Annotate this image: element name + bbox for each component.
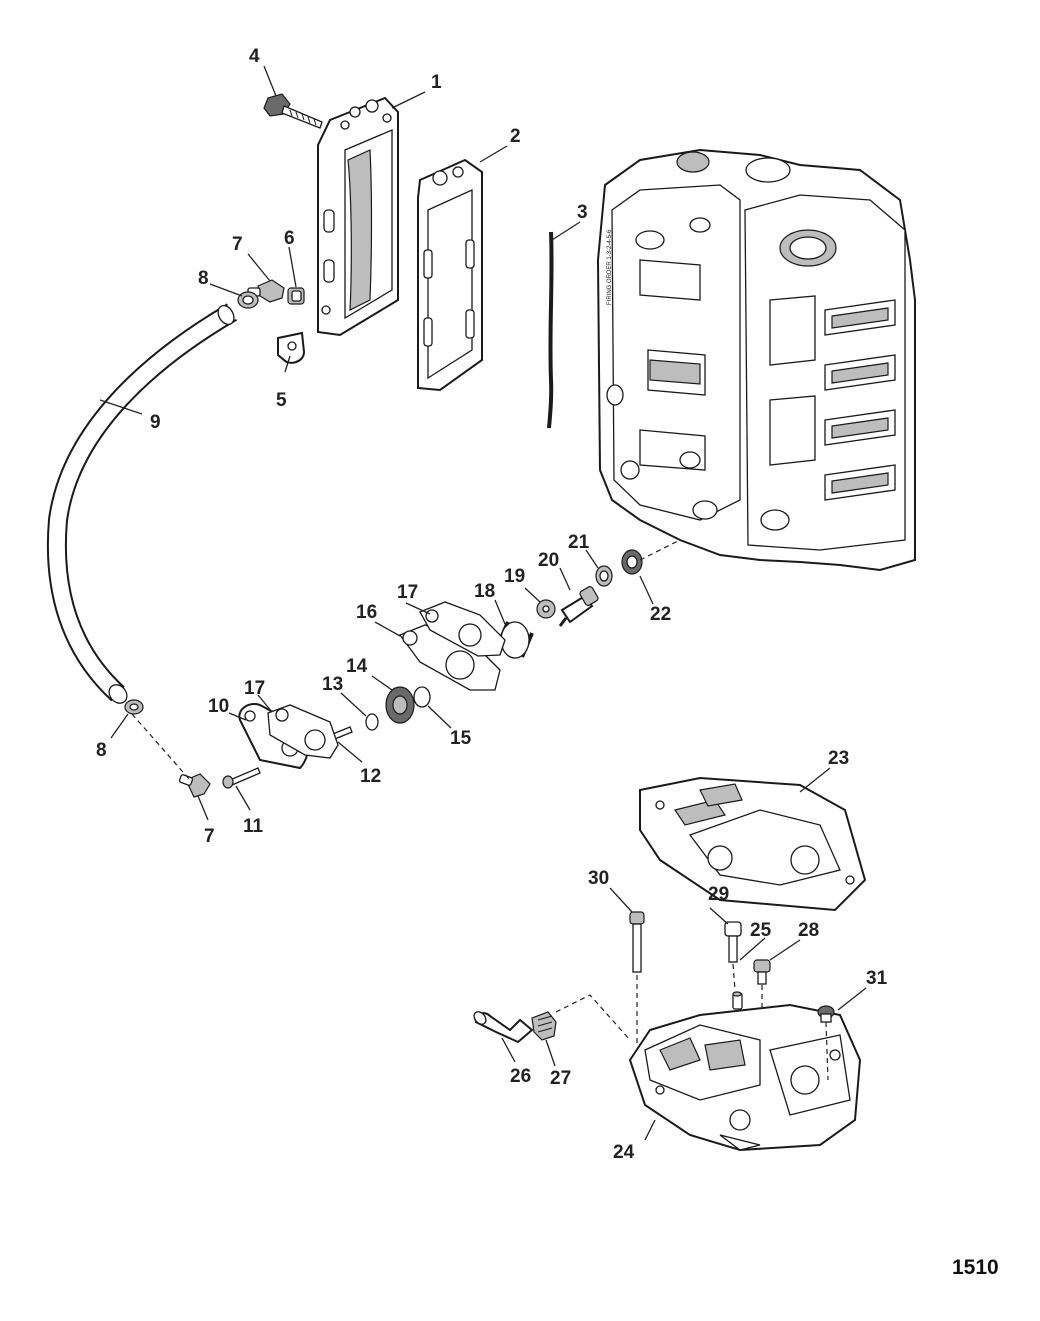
part-7-elbow-fitting-upper [247, 279, 285, 303]
part-27-elbow-fitting [531, 1011, 557, 1041]
callout-7-upper: 7 [232, 234, 243, 255]
callout-9: 9 [150, 412, 161, 433]
callout-28: 28 [798, 920, 819, 941]
callout-23: 23 [828, 748, 849, 769]
part-15-plate [413, 686, 431, 708]
part-11-screw [222, 767, 261, 789]
callout-8-lower: 8 [96, 740, 107, 761]
callout-18: 18 [474, 581, 495, 602]
callout-2: 2 [510, 126, 521, 147]
part-24-adapter-plate [628, 1003, 862, 1152]
part-17-gasket-lower [267, 704, 339, 759]
callout-25: 25 [750, 920, 772, 941]
callout-1: 1 [431, 72, 442, 93]
callout-17-upper: 17 [397, 582, 418, 603]
callout-5: 5 [276, 390, 287, 411]
part-23-adapter-gasket [639, 776, 867, 912]
callout-10: 10 [208, 696, 229, 717]
part-26-elbow-fitting [473, 1011, 534, 1044]
leader-lines [99, 65, 867, 1141]
callout-6: 6 [284, 228, 295, 249]
part-6-fitting [287, 287, 305, 305]
part-21-seal [595, 565, 613, 587]
callout-27: 27 [550, 1068, 571, 1089]
callout-21: 21 [568, 532, 590, 553]
part-16-gasket [398, 624, 501, 691]
part-13-washer [365, 713, 379, 731]
part-7-elbow-fitting-lower [178, 773, 211, 798]
callout-31: 31 [866, 968, 888, 989]
assembly-lines [131, 539, 829, 1081]
part-18-spring [496, 621, 534, 659]
callout-24: 24 [613, 1142, 635, 1163]
part-9-hose [46, 303, 238, 704]
callout-12: 12 [360, 766, 381, 787]
callout-14: 14 [346, 656, 368, 677]
part-28-screw [753, 959, 771, 985]
part-25-dowel-pin [732, 991, 743, 1010]
part-22-grommet [621, 549, 643, 575]
callout-7-lower: 7 [204, 826, 215, 847]
callout-13: 13 [322, 674, 343, 695]
callout-26: 26 [510, 1066, 531, 1087]
callout-19: 19 [504, 566, 525, 587]
part-20-thermostat [558, 586, 599, 627]
callout-labels: 4 1 2 3 7 6 8 5 9 17 16 18 19 20 21 22 1… [96, 46, 888, 1163]
callout-15: 15 [450, 728, 472, 749]
callout-16: 16 [356, 602, 377, 623]
callout-29: 29 [708, 884, 729, 905]
callout-8-upper: 8 [198, 268, 209, 289]
callout-22: 22 [650, 604, 671, 625]
part-3-seal-strip [547, 231, 554, 429]
callout-20: 20 [538, 550, 559, 571]
part-2-gasket [417, 158, 483, 392]
callout-30: 30 [588, 868, 609, 889]
part-8-hose-clamp-lower [124, 699, 144, 715]
part-31-plug [817, 1005, 835, 1023]
part-8-hose-clamp-upper [237, 291, 259, 309]
part-1-cover-plate [317, 96, 399, 337]
part-14-impeller [385, 686, 415, 724]
engine-block: FIRING ORDER 1-3-2-4-5-6 [596, 148, 916, 572]
part-30-long-bolt [629, 911, 645, 973]
callout-11: 11 [243, 816, 264, 837]
part-29-screw [724, 921, 742, 963]
part-5-clamp [277, 331, 306, 364]
engraving-text: FIRING ORDER 1-3-2-4-5-6 [607, 229, 613, 305]
callout-4: 4 [249, 46, 260, 67]
part-17-gasket-upper [419, 601, 506, 657]
callout-3: 3 [577, 202, 588, 223]
callout-17-lower: 17 [244, 678, 265, 699]
figure-number: 1510 [952, 1256, 999, 1279]
part-4-bolt [263, 93, 323, 129]
part-19-washer [536, 599, 556, 619]
